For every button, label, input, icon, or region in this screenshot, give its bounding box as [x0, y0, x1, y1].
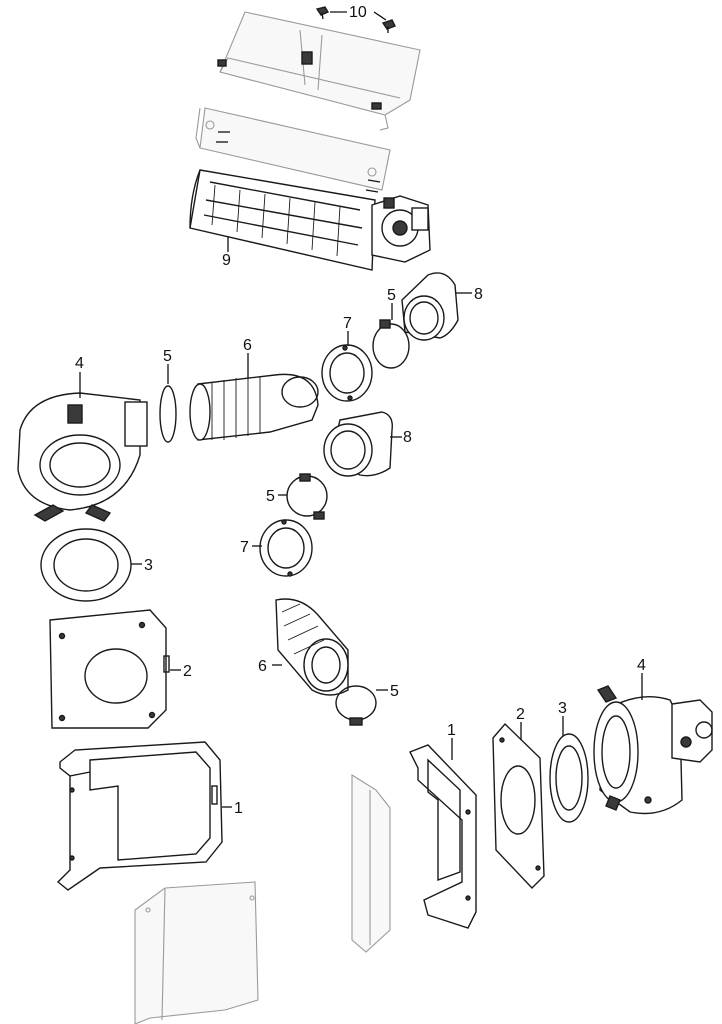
callout-5-upper: 5 — [387, 287, 396, 304]
plate-2-right — [492, 722, 545, 890]
gasket-3-left — [40, 528, 132, 602]
callout-3-right: 3 — [558, 700, 567, 717]
plate-2-left — [49, 609, 170, 729]
wall-panel-ghost-right — [351, 774, 391, 953]
callout-6-upper: 6 — [243, 337, 252, 354]
callout-8-upper: 8 — [474, 286, 483, 303]
blower-4-left — [17, 392, 148, 522]
callout-5-left: 5 — [163, 348, 172, 365]
clamp-5-left — [159, 385, 177, 443]
bracket-1-right — [409, 744, 477, 929]
callout-6-lower: 6 — [258, 658, 267, 675]
ring-7-lower — [259, 519, 313, 577]
callout-5-middle: 5 — [266, 488, 275, 505]
clamp-5-lower — [335, 685, 377, 726]
tangential-fan-assembly — [189, 169, 431, 271]
callout-4-right: 4 — [637, 657, 646, 674]
mounting-bracket-ghost — [195, 107, 391, 193]
callout-7-lower: 7 — [240, 539, 249, 556]
hose-6-lower — [275, 598, 349, 696]
elbow-8-lower — [323, 411, 393, 477]
top-cover-ghost — [217, 11, 421, 131]
callout-2-right: 2 — [516, 706, 525, 723]
callout-2-left: 2 — [183, 663, 192, 680]
elbow-8-upper — [401, 272, 459, 341]
wall-panel-ghost-left — [134, 881, 259, 1024]
callout-3-left: 3 — [144, 557, 153, 574]
clamp-5-upper — [372, 319, 410, 369]
screw-10 — [315, 6, 396, 33]
callout-5-lower: 5 — [390, 683, 399, 700]
callout-9: 9 — [222, 252, 231, 269]
ring-7-upper — [321, 344, 373, 402]
callout-4-left: 4 — [75, 355, 84, 372]
blower-4-right — [593, 685, 713, 815]
callout-7-upper: 7 — [343, 315, 352, 332]
clamp-5-middle — [286, 473, 328, 520]
hose-6-upper — [189, 373, 319, 441]
bracket-1-left — [56, 741, 223, 891]
callout-8-lower: 8 — [403, 429, 412, 446]
gasket-3-right — [549, 733, 589, 823]
callout-10: 10 — [349, 4, 367, 21]
callout-1-left: 1 — [234, 800, 243, 817]
callout-1-right: 1 — [447, 722, 456, 739]
